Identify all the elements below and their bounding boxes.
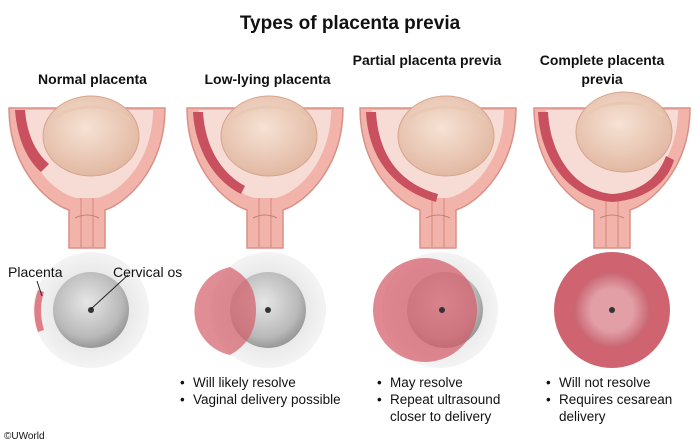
- uterus-low-lying: [186, 94, 344, 249]
- column-title-normal: Normal placenta: [38, 71, 147, 87]
- column-title-low-lying: Low-lying placenta: [204, 71, 331, 87]
- cervical-os: [88, 307, 94, 313]
- cervix-view-partial: [373, 252, 498, 368]
- placenta-normal: [15, 110, 49, 172]
- placenta-overlay-partial: [373, 258, 477, 362]
- uterus-complete: [533, 90, 691, 249]
- copyright: ©UWorld: [4, 431, 45, 442]
- placenta-overlay-low-lying: [194, 267, 256, 355]
- placenta-partial: [366, 112, 438, 202]
- cervix-view-low-lying: [194, 252, 326, 368]
- placenta-sliver: [34, 290, 44, 332]
- cervix-view-complete: [554, 252, 670, 368]
- placenta-low-lying: [193, 112, 245, 194]
- bullets-complete: Will not resolve Requires cesarean deliv…: [546, 374, 696, 425]
- cervical-os-label: Cervical os: [113, 264, 183, 280]
- bullet-item: Vaginal delivery possible: [180, 391, 355, 408]
- bullet-item: Repeat ultrasound closer to delivery: [377, 391, 527, 425]
- column-title-partial: Partial placenta previa: [352, 52, 502, 68]
- placenta-complete: [538, 112, 674, 202]
- bullets-low-lying: Will likely resolve Vaginal delivery pos…: [180, 374, 355, 408]
- bullet-item: May resolve: [377, 374, 527, 391]
- bullet-item: Requires cesarean delivery: [546, 391, 696, 425]
- uterus-partial: [359, 94, 517, 249]
- uterus-normal: [8, 94, 166, 249]
- bullet-item: Will likely resolve: [180, 374, 355, 391]
- cervix-view-normal: [33, 252, 149, 368]
- placenta-label: Placenta: [8, 264, 63, 280]
- bullet-item: Will not resolve: [546, 374, 696, 391]
- diagram-title: Types of placenta previa: [239, 13, 461, 34]
- column-title-complete: Complete placenta previa: [539, 52, 665, 87]
- bullets-partial: May resolve Repeat ultrasound closer to …: [377, 374, 527, 425]
